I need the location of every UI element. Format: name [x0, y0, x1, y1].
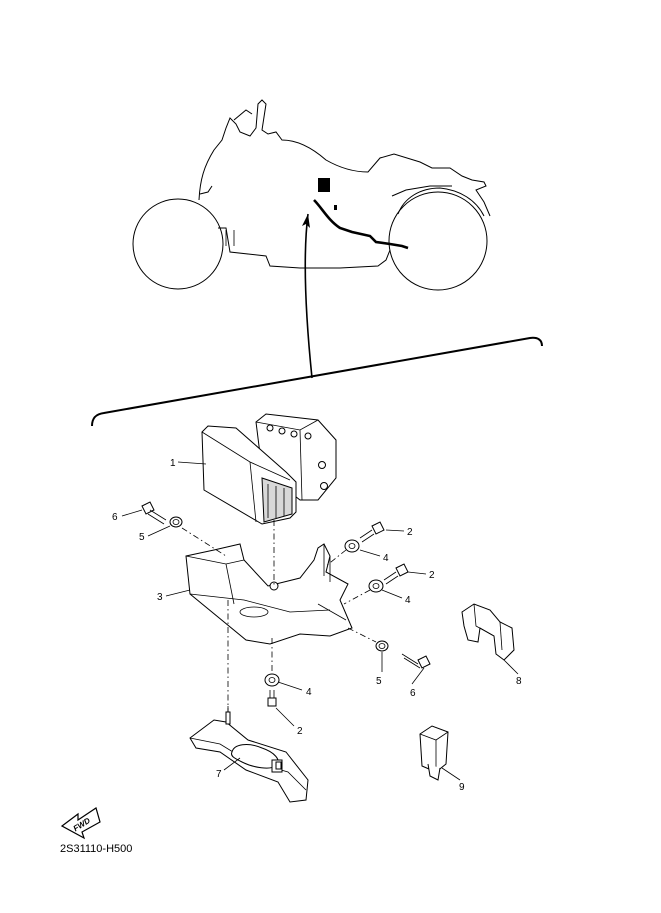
- callout-5-right: 5: [376, 676, 382, 687]
- callout-2-middle: 2: [429, 570, 435, 581]
- callout-4-upper: 4: [383, 553, 389, 564]
- holder: [461, 603, 515, 661]
- plate: [189, 706, 309, 803]
- bracket: [185, 543, 353, 645]
- callout-4-lower: 4: [306, 687, 312, 698]
- detail-frame-line: [91, 336, 543, 427]
- callout-3: 3: [157, 592, 163, 603]
- figure-code: 2S31110-H500: [60, 843, 132, 855]
- callout-2-upper: 2: [407, 527, 413, 538]
- assembly-centerlines: [181, 520, 377, 712]
- callout-6-left: 6: [112, 512, 118, 523]
- fasteners: [141, 501, 431, 707]
- callout-7: 7: [216, 769, 222, 780]
- fwd-arrow-icon: FWD: [60, 807, 101, 840]
- callout-4-middle: 4: [405, 595, 411, 606]
- callout-1: 1: [170, 458, 176, 469]
- callout-6-right: 6: [410, 688, 416, 699]
- leader-lines: [121, 461, 519, 781]
- hydraulic-unit-assembly: [201, 413, 337, 525]
- callout-labels: 1 2 2 2 3 4 4 4 5 5 6 6 7 8 9: [112, 458, 522, 793]
- clip: [419, 725, 449, 781]
- motorcycle-outline: [132, 99, 491, 379]
- callout-9: 9: [459, 782, 465, 793]
- callout-2-lower: 2: [297, 726, 303, 737]
- callout-5-left: 5: [139, 532, 145, 543]
- callout-8: 8: [516, 676, 522, 687]
